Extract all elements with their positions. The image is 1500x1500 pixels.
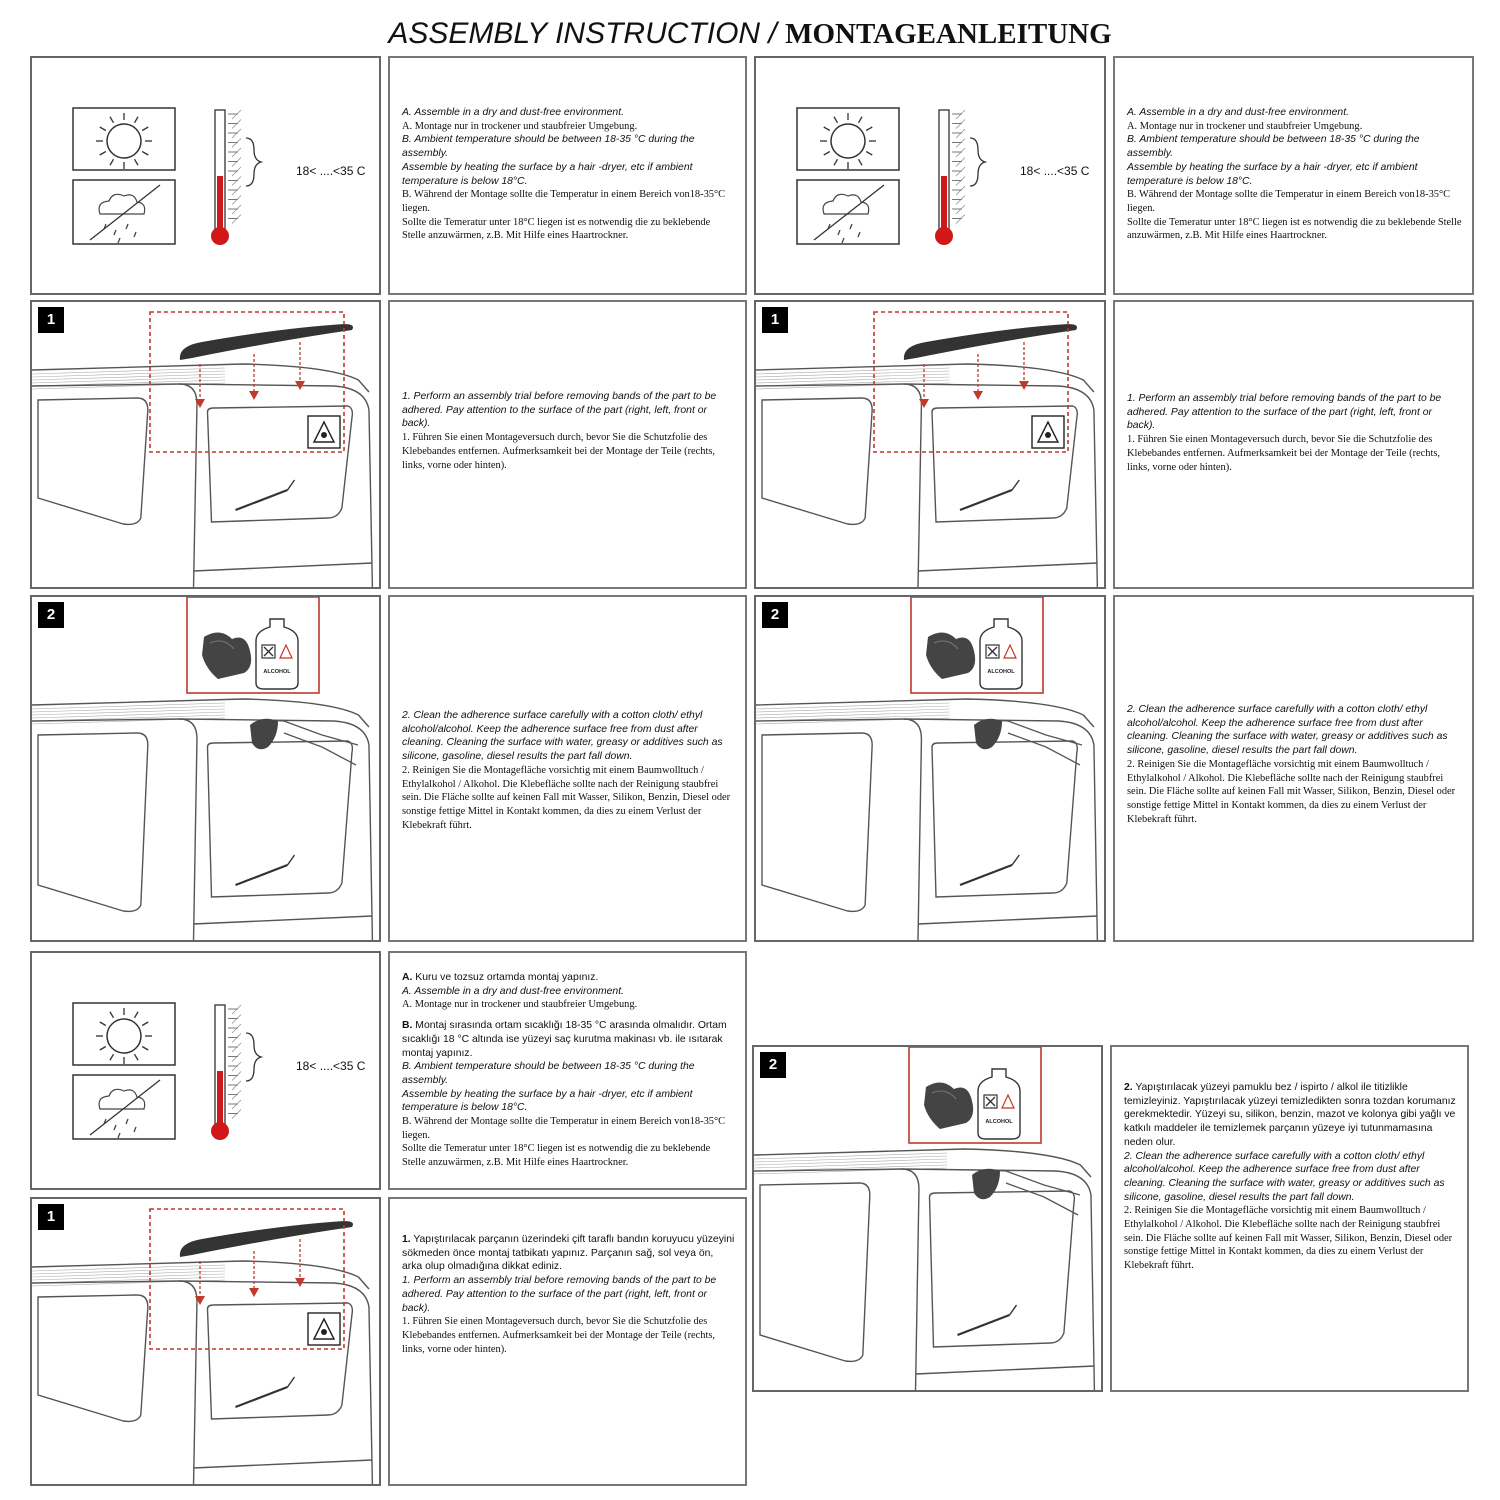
step-number: 1 [38,307,64,333]
step2-text-panel: 2. Clean the adherence surface carefully… [1113,595,1474,942]
temperature-range-label: 18< ....<35 C [296,1059,365,1073]
temperature-range-label: 18< ....<35 C [296,164,365,178]
step-number: 2 [762,602,788,628]
thermometer-icon [935,110,985,245]
environment-figure: 18< ....<35 C [30,951,381,1190]
step-number: 2 [760,1052,786,1078]
alcohol-bottle-icon: ALCOHOL [980,619,1022,689]
alcohol-label: ALCOHOL [263,669,291,675]
environment-text-panel: A. Assemble in a dry and dust-free envir… [388,56,747,295]
spoiler-part [904,324,1077,360]
van-rear-drawing [32,1261,372,1486]
arrow-down-icon [295,1239,305,1287]
step2-figure: ALCOHOL 2 [30,595,381,942]
cloth-icon [924,1082,973,1129]
environment-text-panel-tr: A. Kuru ve tozsuz ortamda montaj yapınız… [388,951,747,1190]
step1-text-panel: 1. Perform an assembly trial before remo… [1113,300,1474,589]
environment-text-panel: A. Assemble in a dry and dust-free envir… [1113,56,1474,295]
step-number: 2 [38,602,64,628]
step2-figure: ALCOHOL 2 [752,1045,1103,1392]
step1-figure: 1 [754,300,1106,589]
arrow-down-icon [973,354,983,400]
alcohol-bottle-icon: ALCOHOL [256,619,298,689]
arrow-down-icon [295,342,305,390]
arrow-down-icon [249,354,259,400]
cloth-icon [926,632,975,679]
step-number: 1 [38,1204,64,1230]
thermometer-icon [211,1005,261,1140]
arrow-down-icon [195,364,205,408]
step-number: 1 [762,307,788,333]
sun-icon [73,108,175,170]
warning-icon [308,416,340,448]
temperature-range-label: 18< ....<35 C [1020,164,1089,178]
step1-text-panel: 1. Perform an assembly trial before remo… [388,300,747,589]
thermometer-icon [211,110,261,245]
van-rear-drawing [32,364,372,589]
environment-figure: 18< ....<35 C [30,56,381,295]
alcohol-label: ALCOHOL [985,1119,1013,1125]
page-title: ASSEMBLY INSTRUCTION / MONTAGEANLEITUNG [0,14,1500,54]
arrow-down-icon [195,1261,205,1305]
arrow-down-icon [1019,342,1029,390]
no-rain-icon [797,180,899,244]
warning-icon [308,1313,340,1345]
arrow-down-icon [919,364,929,408]
warning-icon [1032,416,1064,448]
spoiler-part [180,1221,353,1257]
no-rain-icon [73,180,175,244]
alcohol-label: ALCOHOL [987,669,1015,675]
cloth-icon [202,632,251,679]
alcohol-bottle-icon: ALCOHOL [978,1069,1020,1139]
step1-figure: 1 [30,1197,381,1486]
step1-text-panel-tr: 1. Yapıştırılacak parçanın üzerindeki çi… [388,1197,747,1486]
step2-text-panel: 2. Clean the adherence surface carefully… [388,595,747,942]
environment-figure: 18< ....<35 C [754,56,1106,295]
van-rear-drawing [756,364,1097,589]
step2-text-panel-tr: 2. Yapıştırılacak yüzeyi pamuklu bez / i… [1110,1045,1469,1392]
no-rain-icon [73,1075,175,1139]
sun-icon [797,108,899,170]
spoiler-part [180,324,353,360]
step2-figure: ALCOHOL 2 [754,595,1106,942]
arrow-down-icon [249,1251,259,1297]
sun-icon [73,1003,175,1065]
step1-figure: 1 [30,300,381,589]
